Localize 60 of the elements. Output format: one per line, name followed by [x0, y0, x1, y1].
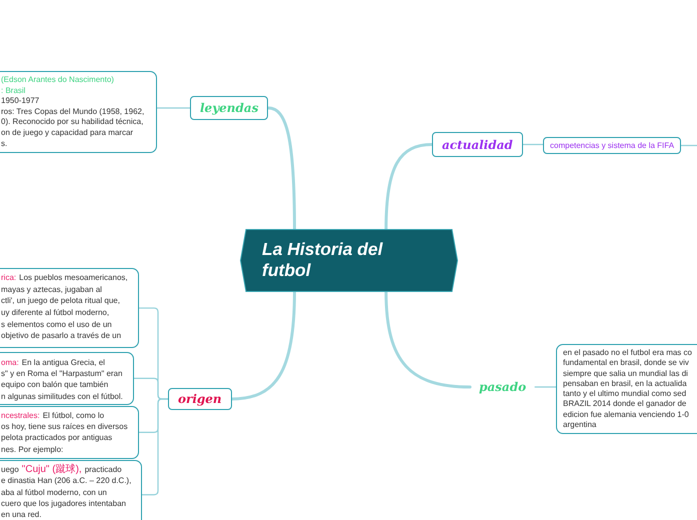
central-topic-title: La Historia del futbol — [262, 239, 384, 281]
note-card — [556, 344, 697, 434]
highlight-text: "Cuju" (蹴球), — [22, 464, 82, 476]
note-card — [0, 268, 139, 348]
connector-line — [142, 398, 169, 496]
note-text: tanto y el ultimo mundial como sed — [563, 389, 686, 400]
note-card — [0, 406, 139, 459]
note-text: e dinastia Han (206 a.C. – 220 d.C.), — [1, 475, 132, 487]
note-text: s" y en Roma el "Harpastum" eran — [1, 368, 122, 380]
note-text: 0). Reconocido por su habilidad técnica, — [1, 117, 144, 128]
note-text: 1950-1977 — [1, 96, 40, 107]
note-card — [0, 460, 142, 520]
branch-curve — [230, 290, 296, 400]
note-text: practicado — [84, 464, 122, 476]
note-text: siempre que salia un mundial las di — [563, 368, 688, 379]
connector-line — [680, 144, 697, 146]
note-text: equipo con balón que también — [1, 379, 108, 391]
branch-curve — [384, 143, 434, 230]
connector-line — [156, 107, 191, 109]
note-text: s elementos como el uso de un — [1, 318, 112, 330]
branch-curve — [266, 106, 296, 230]
note-text: BRAZIL 2014 donde el ganador de — [563, 399, 686, 410]
note-text: objetivo de pasarlo a través de un — [1, 330, 122, 342]
note-text: os hoy, tiene sus raíces en diversos — [1, 421, 128, 432]
note-text: argentina — [563, 420, 596, 430]
note-text: ros: Tres Copas del Mundo (1958, 1962, — [1, 106, 144, 118]
note-text: fundamental en brasil, donde se viv — [563, 358, 689, 369]
topic-label: pasado — [470, 378, 536, 396]
note-text: ctli', un juego de pelota ritual que, — [1, 295, 120, 308]
note-text: Los pueblos mesoamericanos, — [19, 272, 128, 284]
note-text: en el pasado no el futbol era mas co — [563, 348, 692, 358]
note-text: mayas y aztecas, jugaban al — [1, 284, 102, 296]
note-text: nes. Por ejemplo: — [1, 444, 64, 455]
note-text: El fútbol, como lo — [42, 410, 104, 422]
branch-topic: leyendas — [190, 96, 268, 120]
note-text: En la antigua Grecia, el — [22, 357, 105, 368]
note-text: s. — [1, 138, 8, 150]
branch-curve — [384, 290, 472, 388]
highlight-text: (Edson Arantes do Nascimento) — [1, 75, 114, 86]
note-text: en una red. — [1, 509, 42, 520]
note-text: pensaban en brasil, en la actualida — [563, 378, 687, 390]
highlight-text: rica: — [1, 272, 16, 284]
note-text: uy diferente al fútbol moderno, — [1, 307, 110, 319]
branch-topic: actualidad — [432, 132, 523, 157]
connector-line — [534, 386, 557, 388]
branch-topic: origen — [168, 388, 232, 410]
note-text: on de juego y capacidad para marcar — [1, 128, 134, 139]
note-text: aba al fútbol moderno, con un — [1, 486, 107, 498]
note-text: uego — [1, 464, 19, 476]
highlight-text: ncestrales: — [1, 410, 40, 422]
note-text: cuero que los jugadores intentaban — [1, 498, 126, 510]
connector-line — [522, 144, 544, 146]
highlight-text: : Brasil — [1, 86, 26, 96]
note-card — [0, 352, 134, 405]
note-text: edicion fue alemania venciendo 1-0 — [563, 410, 689, 420]
note-text: n algunas similitudes con el fútbol. — [1, 390, 123, 402]
branch-topic: competencias y sistema de la FIFA — [543, 137, 682, 154]
highlight-text: oma: — [1, 357, 19, 368]
note-card — [0, 71, 158, 154]
note-text: pelota practicados por antiguas — [1, 432, 112, 444]
